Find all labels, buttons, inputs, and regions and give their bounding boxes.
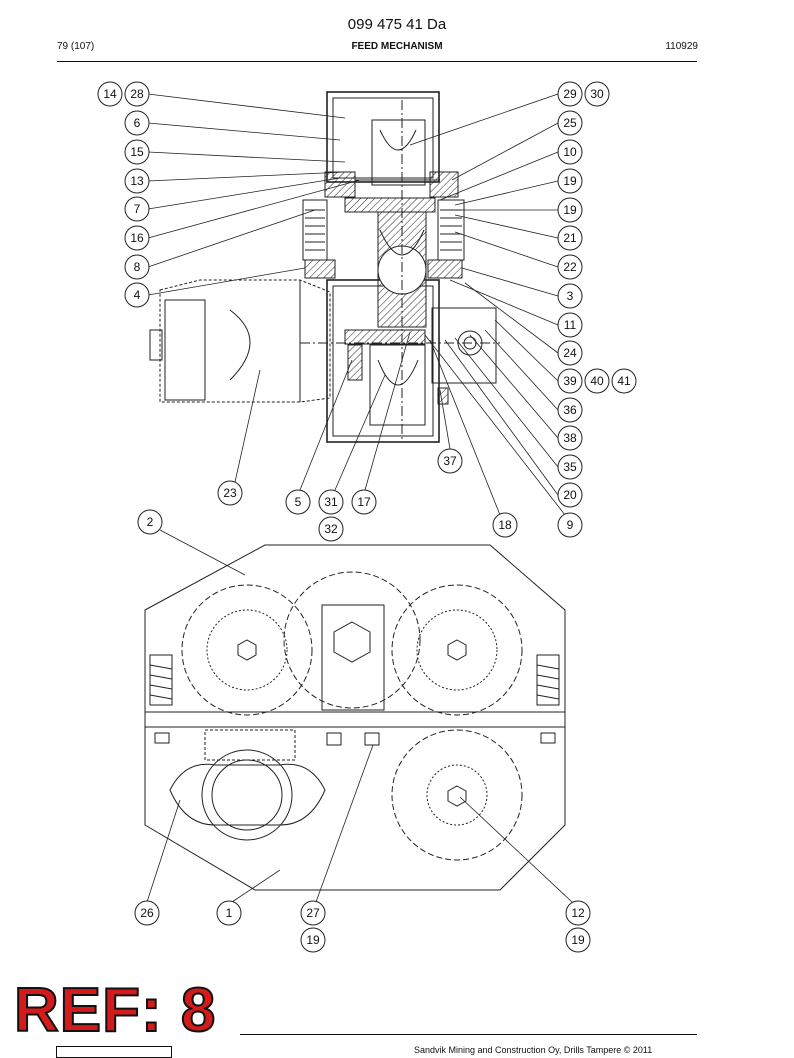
- balloon-19: 19: [563, 203, 577, 217]
- balloon-3: 3: [567, 289, 574, 303]
- balloon-5: 5: [295, 495, 302, 509]
- balloon-25: 25: [563, 116, 577, 130]
- balloon-14: 14: [103, 87, 117, 101]
- balloon-31: 31: [324, 495, 338, 509]
- spring-left: [302, 199, 328, 261]
- balloon-7: 7: [134, 202, 141, 216]
- balloon-41: 41: [617, 374, 631, 388]
- balloon-24: 24: [563, 346, 577, 360]
- balloon-28: 28: [130, 87, 144, 101]
- balloon-38: 38: [563, 431, 577, 445]
- section-view: [149, 91, 500, 443]
- ref-stamp: REF: 8: [13, 976, 217, 1045]
- date-code: 110929: [665, 41, 698, 52]
- balloon-19: 19: [306, 933, 320, 947]
- housing-top: [326, 91, 440, 183]
- footer-copyright: Sandvik Mining and Construction Oy, Dril…: [414, 1045, 653, 1055]
- balloon-15: 15: [130, 145, 144, 159]
- housing-inner-top: [332, 97, 434, 179]
- balloon-12: 12: [571, 906, 585, 920]
- spring-right: [437, 199, 465, 261]
- balloon-16: 16: [130, 231, 144, 245]
- front-view: [144, 544, 566, 891]
- document-number: 099 475 41 Da: [347, 16, 447, 33]
- balloon-26: 26: [140, 906, 154, 920]
- spring-left-front: [149, 654, 173, 744]
- balloon-19: 19: [563, 174, 577, 188]
- callout-balloons: [97, 81, 637, 953]
- balloon-30: 30: [590, 87, 604, 101]
- balloon-13: 13: [130, 174, 144, 188]
- balloon-17: 17: [357, 495, 371, 509]
- balloon-23: 23: [223, 486, 237, 500]
- header-rule: [57, 61, 697, 62]
- balloon-27: 27: [306, 906, 320, 920]
- balloon-36: 36: [563, 403, 577, 417]
- balloon-29: 29: [563, 87, 577, 101]
- section-title: FEED MECHANISM: [351, 41, 443, 52]
- balloon-11: 11: [564, 318, 577, 332]
- page-number: 79 (107): [57, 41, 95, 52]
- footer-rule: [240, 1034, 697, 1035]
- lower-plate: [144, 726, 566, 891]
- balloon-6: 6: [134, 116, 141, 130]
- balloon-39: 39: [563, 374, 577, 388]
- spring-right-front: [536, 654, 560, 744]
- balloon-22: 22: [563, 260, 577, 274]
- balloon-4: 4: [134, 288, 141, 302]
- leader-lines-top: [147, 93, 566, 516]
- motor-flange: [169, 763, 326, 826]
- logo-box: [56, 1046, 172, 1058]
- balloon-35: 35: [563, 460, 577, 474]
- callout-numbers: 14 28 6 15 13 7 16 8 4 29 30 25 10 19 19…: [103, 87, 631, 947]
- balloon-2: 2: [147, 515, 154, 529]
- balloon-21: 21: [563, 231, 577, 245]
- balloon-32: 32: [324, 522, 338, 536]
- upper-wheel: [371, 119, 426, 186]
- balloon-18: 18: [498, 518, 512, 532]
- balloon-10: 10: [563, 145, 577, 159]
- balloon-19: 19: [571, 933, 585, 947]
- leader-lines-bottom: [146, 529, 573, 903]
- balloon-40: 40: [590, 374, 604, 388]
- motor: [149, 279, 331, 403]
- balloon-20: 20: [563, 488, 577, 502]
- balloon-37: 37: [443, 454, 457, 468]
- balloon-9: 9: [567, 518, 574, 532]
- balloon-8: 8: [134, 260, 141, 274]
- upper-plate: [144, 544, 566, 713]
- balloon-1: 1: [226, 906, 233, 920]
